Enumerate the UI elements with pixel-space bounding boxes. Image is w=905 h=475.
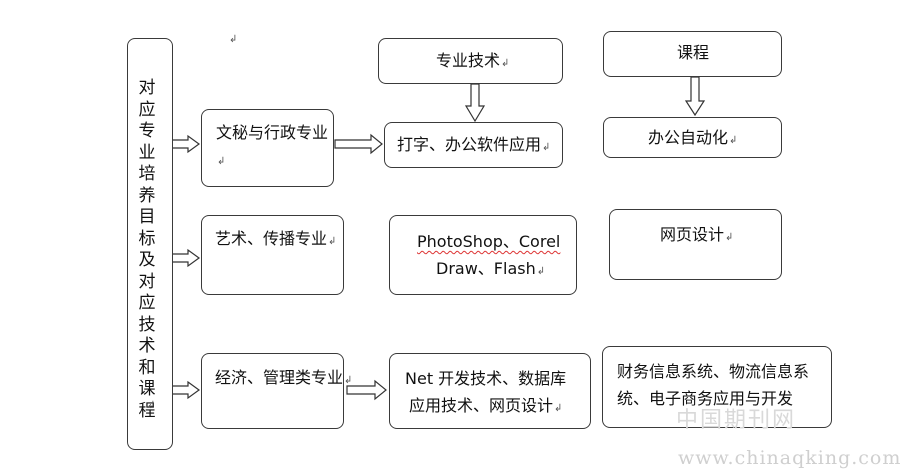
training-goal-label: 对应专业培养目标及对应技术和课程 bbox=[138, 78, 156, 421]
arrow-major1-to-tech bbox=[334, 133, 383, 155]
course-label-1: 办公自动化↲ bbox=[648, 128, 738, 147]
training-goal-box bbox=[127, 38, 173, 450]
course-label-3b: 统、电子商务应用与开发 bbox=[617, 389, 794, 408]
tech-header-box bbox=[378, 38, 563, 84]
major-box-3 bbox=[201, 353, 344, 429]
major-box-2 bbox=[201, 215, 344, 295]
tech-label-2a: PhotoShop、Corel bbox=[417, 232, 561, 251]
tech-label-2b: Draw、Flash↲ bbox=[436, 259, 546, 278]
course-label-3a: 财务信息系统、物流信息系 bbox=[617, 362, 810, 381]
tech-label-3a: Net 开发技术、数据库 bbox=[405, 369, 567, 388]
course-box-2 bbox=[609, 209, 782, 280]
arrow-course-header-down bbox=[684, 76, 706, 117]
arrow-major3-to-tech bbox=[346, 379, 387, 401]
major-label-1: 文秘与行政专业↲ bbox=[216, 123, 329, 167]
arrow-left-to-major-3 bbox=[171, 380, 201, 400]
major-box-1 bbox=[201, 109, 334, 187]
paragraph-mark-icon: ↲ bbox=[229, 34, 238, 45]
tech-box-1 bbox=[384, 122, 563, 168]
major-label-3: 经济、管理类专业↲ bbox=[215, 368, 353, 387]
tech-label-3b: 应用技术、网页设计↲ bbox=[409, 396, 563, 415]
watermark-url: www.chinaqking.com bbox=[678, 447, 902, 469]
course-label-2: 网页设计↲ bbox=[660, 225, 734, 244]
arrow-tech-header-down bbox=[464, 83, 486, 123]
course-header-box bbox=[603, 31, 782, 77]
paragraph-mark-icon: ↲ bbox=[147, 400, 156, 411]
tech-box-3 bbox=[389, 353, 591, 429]
watermark-cn: 中国期刊网 bbox=[676, 408, 797, 433]
tech-label-1: 打字、办公软件应用↲ bbox=[397, 135, 551, 154]
tech-header-label: 专业技术↲ bbox=[436, 51, 510, 70]
major-label-2: 艺术、传播专业↲ bbox=[215, 229, 337, 248]
arrow-left-to-major-2 bbox=[171, 248, 201, 268]
course-header-label: 课程 bbox=[677, 43, 710, 62]
course-box-3 bbox=[602, 346, 832, 428]
course-box-1 bbox=[603, 117, 782, 158]
tech-box-2 bbox=[389, 215, 577, 295]
arrow-left-to-major-1 bbox=[171, 134, 201, 154]
